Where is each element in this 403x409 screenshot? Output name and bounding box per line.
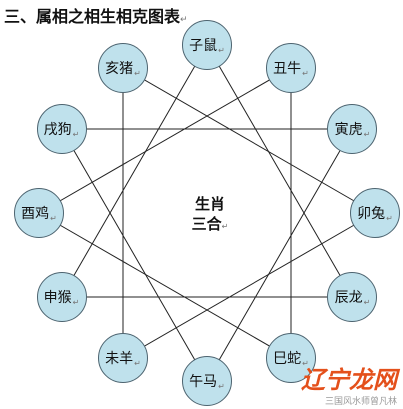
connection-line xyxy=(61,44,208,298)
zodiac-node: 卯兔↵ xyxy=(350,188,400,238)
center-label: 生肖 三合↵ xyxy=(180,194,240,237)
zodiac-node-label: 未羊 xyxy=(105,351,134,368)
zodiac-node: 丑牛↵ xyxy=(266,42,316,93)
zodiac-node: 戌狗↵ xyxy=(36,104,87,154)
center-label-line2: 三合 xyxy=(191,215,222,233)
connection-line xyxy=(122,212,376,359)
center-label-line1: 生肖 xyxy=(194,195,225,213)
zodiac-node: 午马↵ xyxy=(182,356,232,406)
zodiac-node-label: 巳蛇 xyxy=(273,351,302,368)
zodiac-node-label: 申猴 xyxy=(43,290,72,306)
zodiac-node-label: 寅虎 xyxy=(334,122,363,138)
zodiac-node: 亥猪↵ xyxy=(98,42,148,93)
connection-line xyxy=(122,67,376,214)
connection-line xyxy=(61,128,208,382)
zodiac-node-label: 午马 xyxy=(189,374,218,390)
zodiac-node: 巳蛇↵ xyxy=(266,333,316,384)
zodiac-node-label: 亥猪 xyxy=(105,60,134,77)
connection-line xyxy=(38,67,292,214)
zodiac-node: 申猴↵ xyxy=(36,272,87,322)
connection-line xyxy=(38,212,292,359)
zodiac-node-label: 卯兔 xyxy=(357,206,386,222)
watermark: 辽宁龙网 三国风水师曾凡林 xyxy=(301,360,397,407)
zodiac-node-label: 丑牛 xyxy=(273,60,302,77)
connection-line xyxy=(206,128,353,382)
watermark-subtitle: 三国风水师曾凡林 xyxy=(324,397,397,407)
zodiac-node: 寅虎↵ xyxy=(327,104,378,154)
zodiac-node-label: 酉鸡 xyxy=(21,206,50,222)
watermark-logo: 辽宁龙网 xyxy=(301,366,397,394)
connection-line xyxy=(206,44,353,298)
zodiac-node-label: 戌狗 xyxy=(43,122,72,138)
zodiac-node-label: 子鼠 xyxy=(189,38,218,54)
page-title: 三、属相之相生相克图表↵ xyxy=(4,7,188,26)
zodiac-node: 子鼠↵ xyxy=(182,20,232,70)
zodiac-node: 酉鸡↵ xyxy=(14,188,64,238)
zodiac-node-label: 辰龙 xyxy=(334,290,363,306)
zodiac-node: 未羊↵ xyxy=(98,333,148,384)
zodiac-node: 辰龙↵ xyxy=(327,272,378,322)
